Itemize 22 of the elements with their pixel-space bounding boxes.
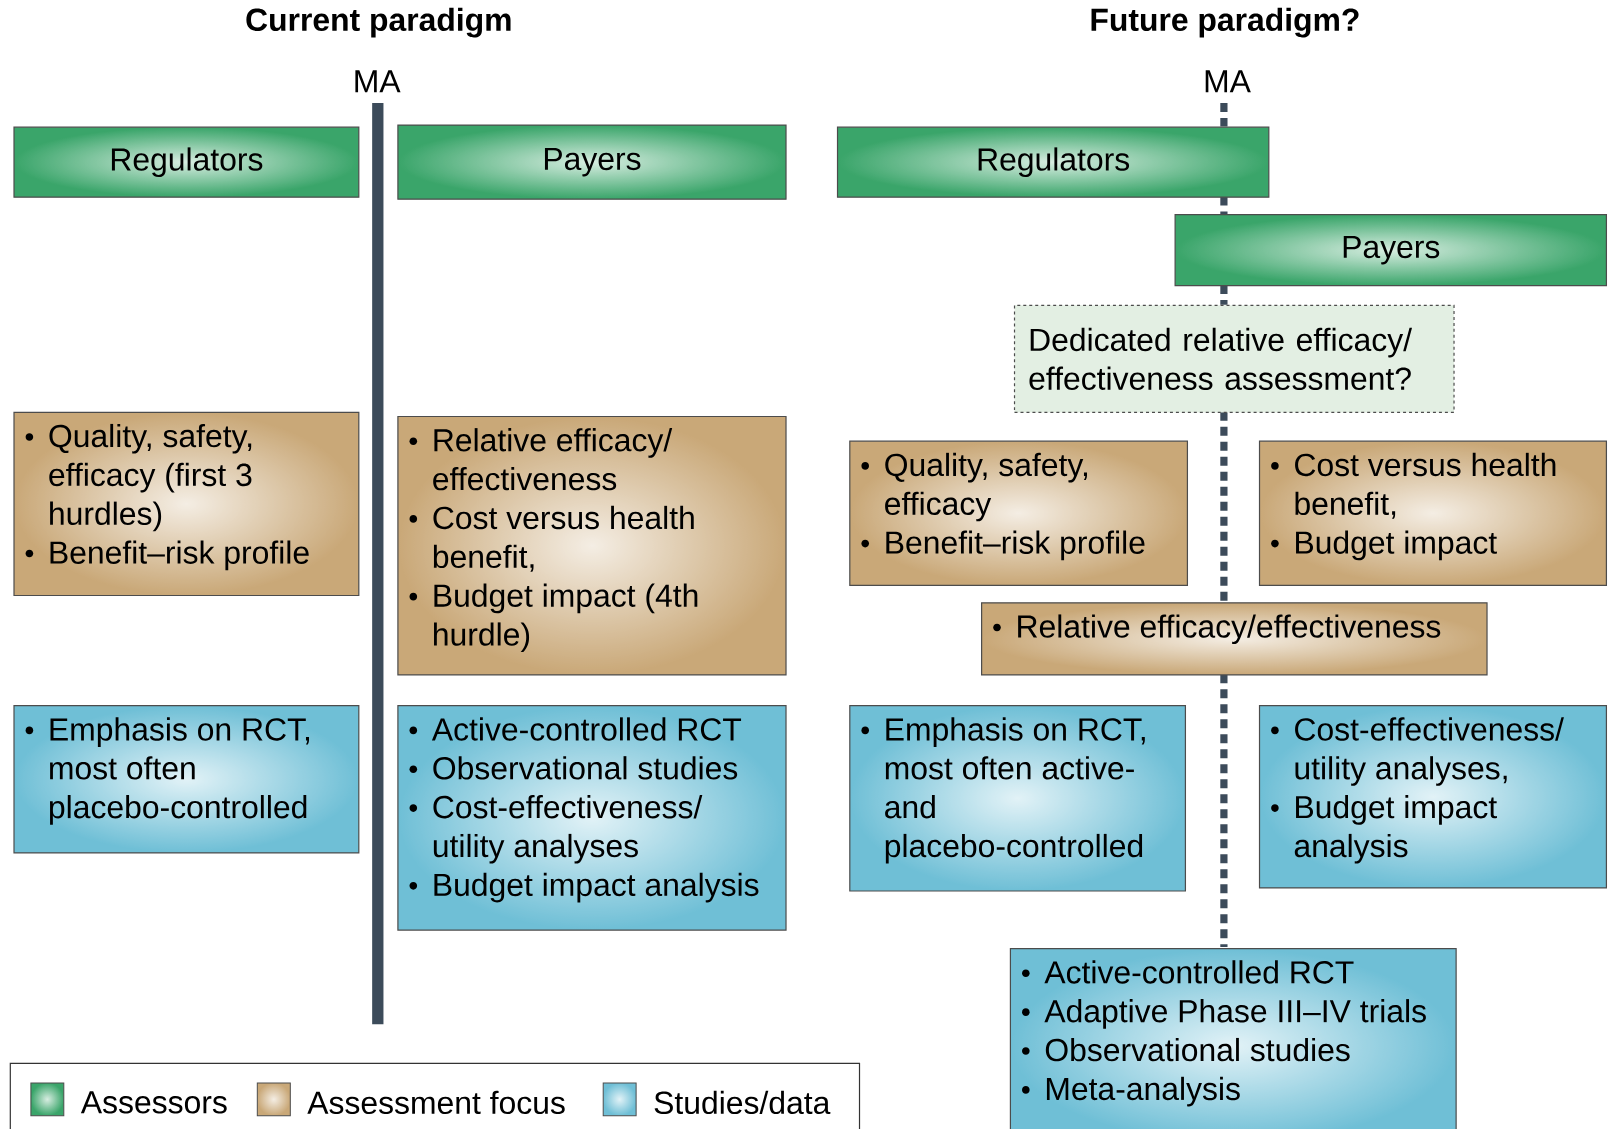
focus-box: Cost versus health benefit, Budget impact <box>1258 440 1607 586</box>
heading: Future paradigm? <box>1091 7 1359 38</box>
assessor-box: Regulators <box>836 126 1270 198</box>
focus-box: Quality, safety, efficacy Benefit–risk profile <box>849 440 1188 586</box>
studies-box: Active-controlled RCT Observational studies Cost-effectiveness/ utility analyses Budget impact analysis <box>397 705 787 931</box>
focus-box: Relative efficacy/effectiveness <box>981 602 1488 676</box>
studies-box: Emphasis on RCT, most often active- and placebo-controlled <box>849 705 1186 892</box>
studies-box: Active-controlled RCT Adaptive Phase III–IV trials Observational studies Meta-analysis <box>1009 948 1457 1129</box>
assessor-box: Payers <box>1174 214 1607 287</box>
axis-label: MA <box>1205 70 1251 93</box>
legend-label: Studies/data <box>654 1090 831 1115</box>
assessor-box: Regulators <box>13 126 360 198</box>
studies-box: Cost-effectiveness/ utility analyses, Budget impact analysis <box>1258 705 1607 889</box>
axis-label: MA <box>355 70 401 93</box>
assessor-box: Payers <box>397 124 787 200</box>
focus-box: Relative efficacy/ effectiveness Cost versus health benefit, Budget impact (4th hurdle) <box>397 415 787 676</box>
legend-label: Assessors <box>80 1091 227 1114</box>
studies-box: Emphasis on RCT, most often placebo-controlled <box>13 705 360 854</box>
legend-label: Assessment focus <box>307 1090 565 1115</box>
dashed-box: Dedicated relative efficacy/ effectiveness assessment? <box>1013 304 1455 413</box>
focus-box: Quality, safety, efficacy (first 3 hurdles) Benefit–risk profile <box>13 411 360 597</box>
heading: Current paradigm <box>246 7 511 38</box>
